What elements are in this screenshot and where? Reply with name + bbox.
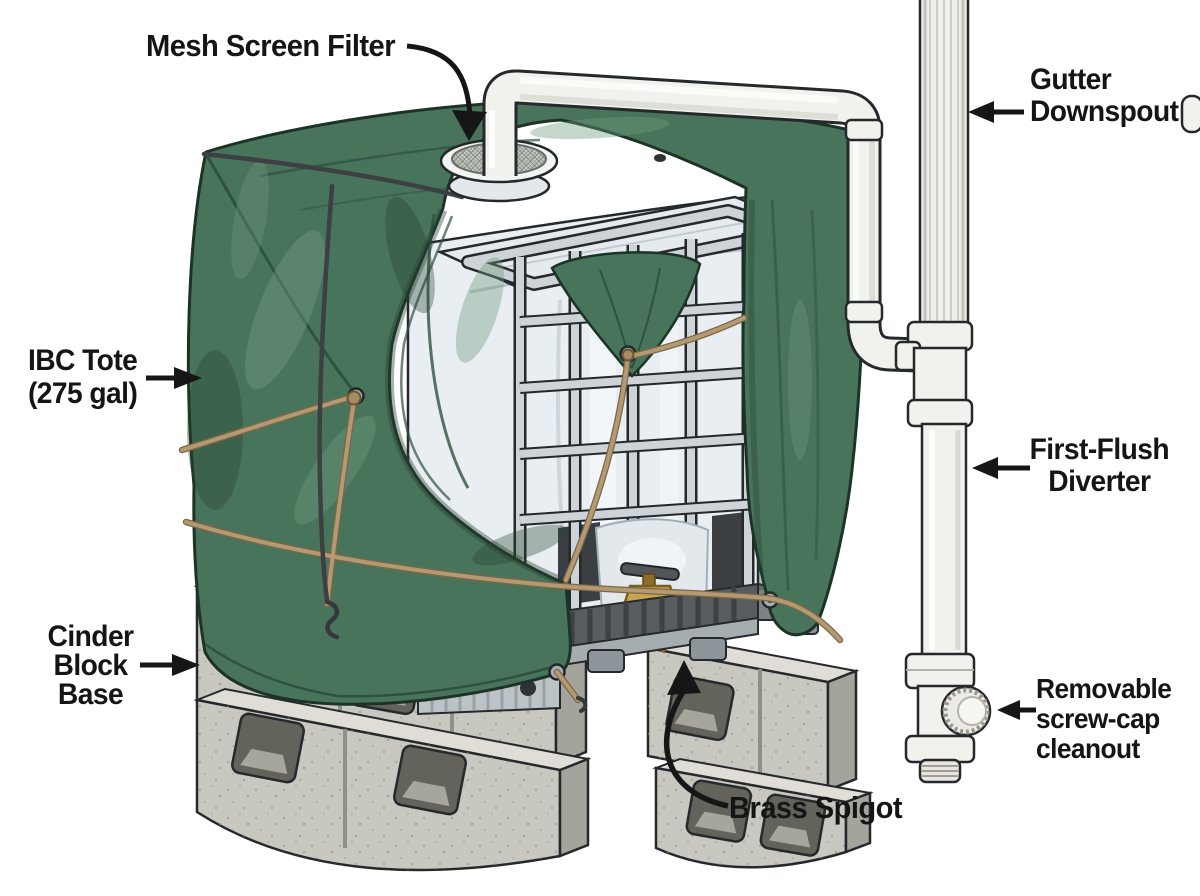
label-arrows bbox=[140, 43, 1036, 809]
label-line: Diverter bbox=[1048, 465, 1151, 498]
mesh-filter-arrow bbox=[406, 43, 473, 119]
plumbing-art bbox=[482, 0, 1200, 784]
label-line: First-Flush bbox=[1029, 433, 1170, 466]
rope-ties-art bbox=[178, 151, 844, 713]
label-line: Mesh Screen Filter bbox=[146, 28, 396, 63]
label-line: Base bbox=[57, 678, 124, 711]
cleanout-art bbox=[904, 652, 992, 784]
label-cinder-block-base: Cinder Block Base bbox=[36, 620, 145, 711]
s-hook bbox=[324, 599, 340, 640]
gutter-downspout-pipe bbox=[918, 0, 970, 328]
label-line: IBC Tote bbox=[27, 344, 138, 377]
label-line: Gutter bbox=[1030, 63, 1112, 96]
label-mesh-screen-filter: Mesh Screen Filter bbox=[146, 28, 396, 64]
label-removable-screw-cap-cleanout: Removable screw-cap cleanout bbox=[1036, 673, 1172, 764]
tarp-cover-art bbox=[186, 99, 866, 706]
label-line: (275 gal) bbox=[27, 377, 138, 410]
tarp-fold-pennant bbox=[550, 251, 702, 378]
label-line: cleanout bbox=[1036, 733, 1140, 764]
label-line: Cinder bbox=[47, 620, 135, 653]
label-line: Downspout bbox=[1030, 95, 1179, 128]
label-line: Brass Spigot bbox=[729, 790, 903, 825]
label-gutter-downspout: Gutter Downspout bbox=[1030, 63, 1179, 128]
label-line: screw-cap bbox=[1036, 703, 1160, 734]
label-ibc-tote: IBC Tote (275 gal) bbox=[14, 344, 151, 410]
bungee-cord bbox=[317, 183, 335, 603]
label-brass-spigot: Brass Spigot bbox=[729, 790, 903, 826]
label-line: Removable bbox=[1036, 673, 1172, 704]
inlet-pipe bbox=[485, 72, 919, 370]
label-line: Block bbox=[53, 649, 129, 682]
label-first-flush-diverter: First-Flush Diverter bbox=[1026, 434, 1173, 498]
brass-spigot-arrow bbox=[663, 690, 729, 809]
